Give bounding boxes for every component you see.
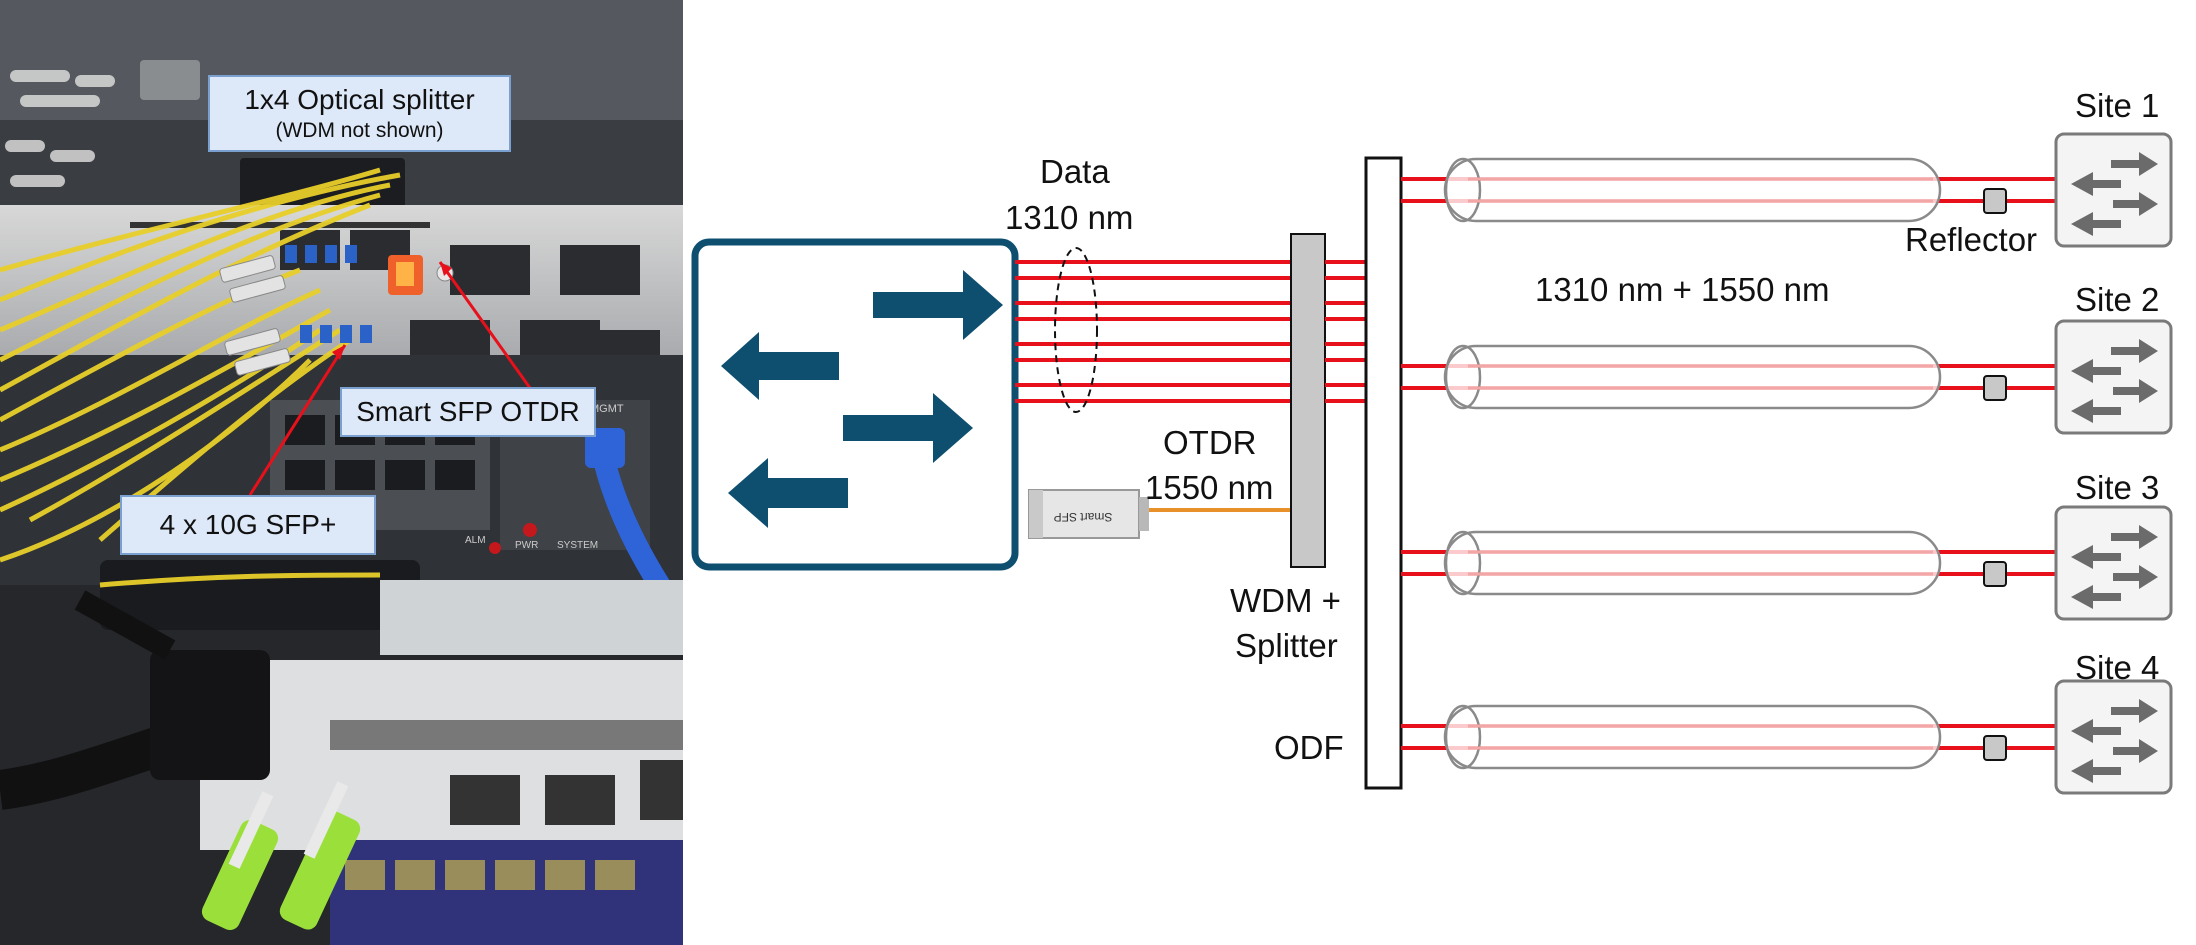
system-led-label: SYSTEM bbox=[557, 540, 598, 551]
site-switch-box bbox=[2054, 505, 2173, 621]
site-switch-icon bbox=[2054, 505, 2173, 621]
site-link-2 bbox=[1401, 319, 2173, 435]
fiber-cable-tube bbox=[1443, 704, 1942, 770]
data-fibers bbox=[1015, 260, 1291, 403]
arrow-right-1 bbox=[2111, 525, 2158, 549]
arrow-right-2 bbox=[2113, 192, 2158, 216]
site-switch-icon bbox=[2054, 132, 2173, 248]
mgmt-port-label: MGMT bbox=[590, 403, 624, 415]
site-switch-box bbox=[2054, 132, 2173, 248]
site-switch-icon bbox=[2054, 679, 2173, 795]
arrow-left-1 bbox=[2071, 172, 2121, 196]
arrow-left-1 bbox=[2071, 719, 2121, 743]
arrow-left-1 bbox=[2071, 359, 2121, 383]
data-fiber-group-marker bbox=[1054, 247, 1098, 413]
fiber-cable-tube bbox=[1443, 157, 1942, 223]
wdm-splitter-bar bbox=[1290, 233, 1326, 568]
reflector-icon bbox=[1983, 561, 2007, 587]
site-link-1 bbox=[1401, 132, 2173, 248]
arrow-left-1 bbox=[2071, 545, 2121, 569]
cable-tube-end bbox=[1444, 704, 1482, 770]
arrow-left-2 bbox=[2071, 759, 2121, 783]
arrow-left-2 bbox=[2071, 399, 2121, 423]
switch-arrows-icon bbox=[721, 270, 1003, 528]
cable-tube-end bbox=[1444, 530, 1482, 596]
site-link-4 bbox=[1401, 679, 2173, 795]
alm-led-label: ALM bbox=[465, 535, 486, 546]
cable-tube-end bbox=[1444, 157, 1482, 223]
arrow-right-2 bbox=[2113, 565, 2158, 589]
fiber-cable-tube bbox=[1443, 344, 1942, 410]
site-switch-box bbox=[2054, 319, 2173, 435]
arrow-right-1 bbox=[2111, 339, 2158, 363]
cable-tube-end bbox=[1444, 344, 1482, 410]
central-switch bbox=[691, 238, 1019, 571]
sfp-module-label: Smart SFP bbox=[1054, 510, 1113, 524]
site-switch-box bbox=[2054, 679, 2173, 795]
pwr-led-label: PWR bbox=[515, 540, 538, 551]
arrow-right-2 bbox=[2113, 379, 2158, 403]
reflector-icon bbox=[1983, 375, 2007, 401]
arrow-right-1 bbox=[2111, 152, 2158, 176]
arrow-right-1 bbox=[2111, 699, 2158, 723]
equipment-photo: MGMT ALM PWR SYSTEM bbox=[0, 0, 683, 945]
site-switch-icon bbox=[2054, 319, 2173, 435]
odf-bar bbox=[1364, 156, 1403, 790]
reflector-icon bbox=[1983, 735, 2007, 761]
arrow-left-2 bbox=[2071, 212, 2121, 236]
arrow-left-2 bbox=[2071, 585, 2121, 609]
arrow-right-2 bbox=[2113, 739, 2158, 763]
smart-sfp-module: Smart SFP bbox=[1028, 489, 1149, 539]
site-link-3 bbox=[1401, 505, 2173, 621]
fiber-cable-tube bbox=[1443, 530, 1942, 596]
otdr-network-diagram: Smart SFP bbox=[691, 132, 2173, 795]
reflector-icon bbox=[1983, 188, 2007, 214]
